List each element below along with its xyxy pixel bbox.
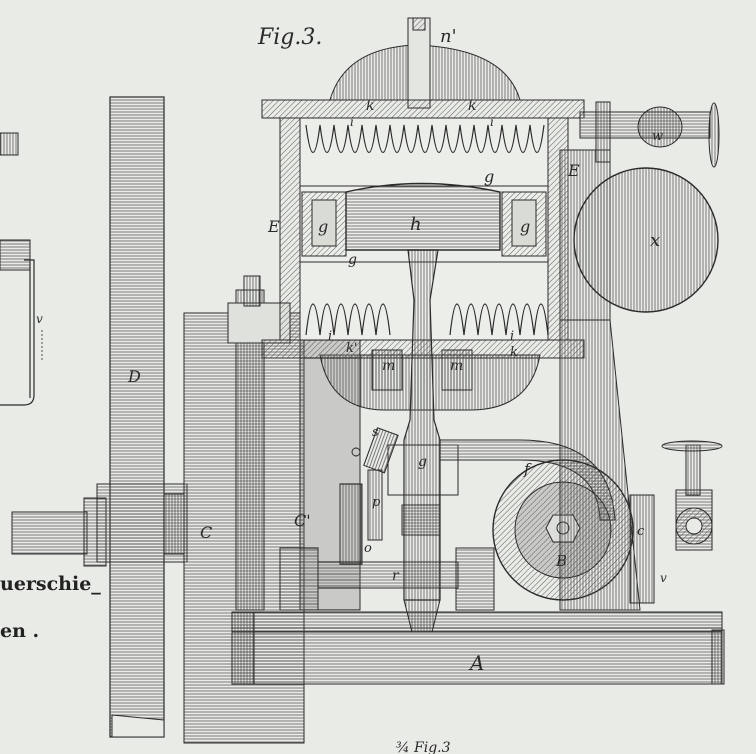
label-g-spindle: g	[418, 454, 427, 470]
label-i-upper-left: i	[350, 115, 354, 129]
figure-title: Fig.3.	[257, 25, 322, 50]
label-k-prime: k'	[346, 341, 357, 356]
valve-c	[629, 440, 723, 604]
label-v-left: v	[36, 312, 43, 326]
flywheel-D	[96, 96, 188, 738]
label-o: o	[364, 541, 372, 556]
label-m-left: m	[382, 358, 395, 374]
label-m-right: m	[450, 358, 463, 374]
handle-w	[579, 101, 720, 168]
label-h: h	[410, 214, 422, 235]
label-f: f	[523, 460, 532, 478]
label-E-left: E	[267, 217, 280, 236]
label-g-top: g	[484, 167, 494, 186]
side-text-line2: en .	[0, 620, 39, 642]
label-w: w	[652, 129, 663, 144]
label-k-left: k	[366, 98, 374, 114]
label-g-mid: g	[348, 252, 357, 268]
label-i-lower-left: i	[328, 329, 332, 344]
label-r: r	[392, 568, 400, 584]
label-v-right: v	[660, 571, 667, 585]
drum-x	[573, 167, 719, 313]
label-i-upper-right: i	[490, 115, 494, 129]
label-E-right: E	[567, 161, 580, 180]
label-B: B	[555, 552, 567, 570]
label-g-right: g	[520, 217, 530, 236]
central-spindle	[387, 249, 459, 633]
lever-s	[351, 427, 399, 541]
label-C-prime: C'	[294, 511, 311, 530]
left-fragment	[0, 132, 107, 567]
label-D: D	[127, 367, 141, 386]
label-c: c	[637, 524, 645, 539]
crank-r	[279, 547, 495, 611]
side-text-line1: uerschie_	[0, 573, 101, 595]
top-dome	[329, 17, 521, 109]
label-s: s	[372, 425, 379, 440]
label-i-lower-right: i	[510, 329, 514, 344]
label-C: C	[200, 523, 212, 542]
label-g-left: g	[318, 217, 328, 236]
label-A: A	[468, 651, 484, 675]
label-n-prime: n'	[440, 26, 457, 47]
label-k-right: k	[468, 98, 476, 114]
label-k-lower: k	[510, 345, 518, 360]
label-x: x	[650, 230, 660, 251]
bottom-caption: ¾ Fig.3	[396, 740, 451, 754]
base-A	[231, 611, 725, 685]
label-p: p	[372, 495, 381, 510]
